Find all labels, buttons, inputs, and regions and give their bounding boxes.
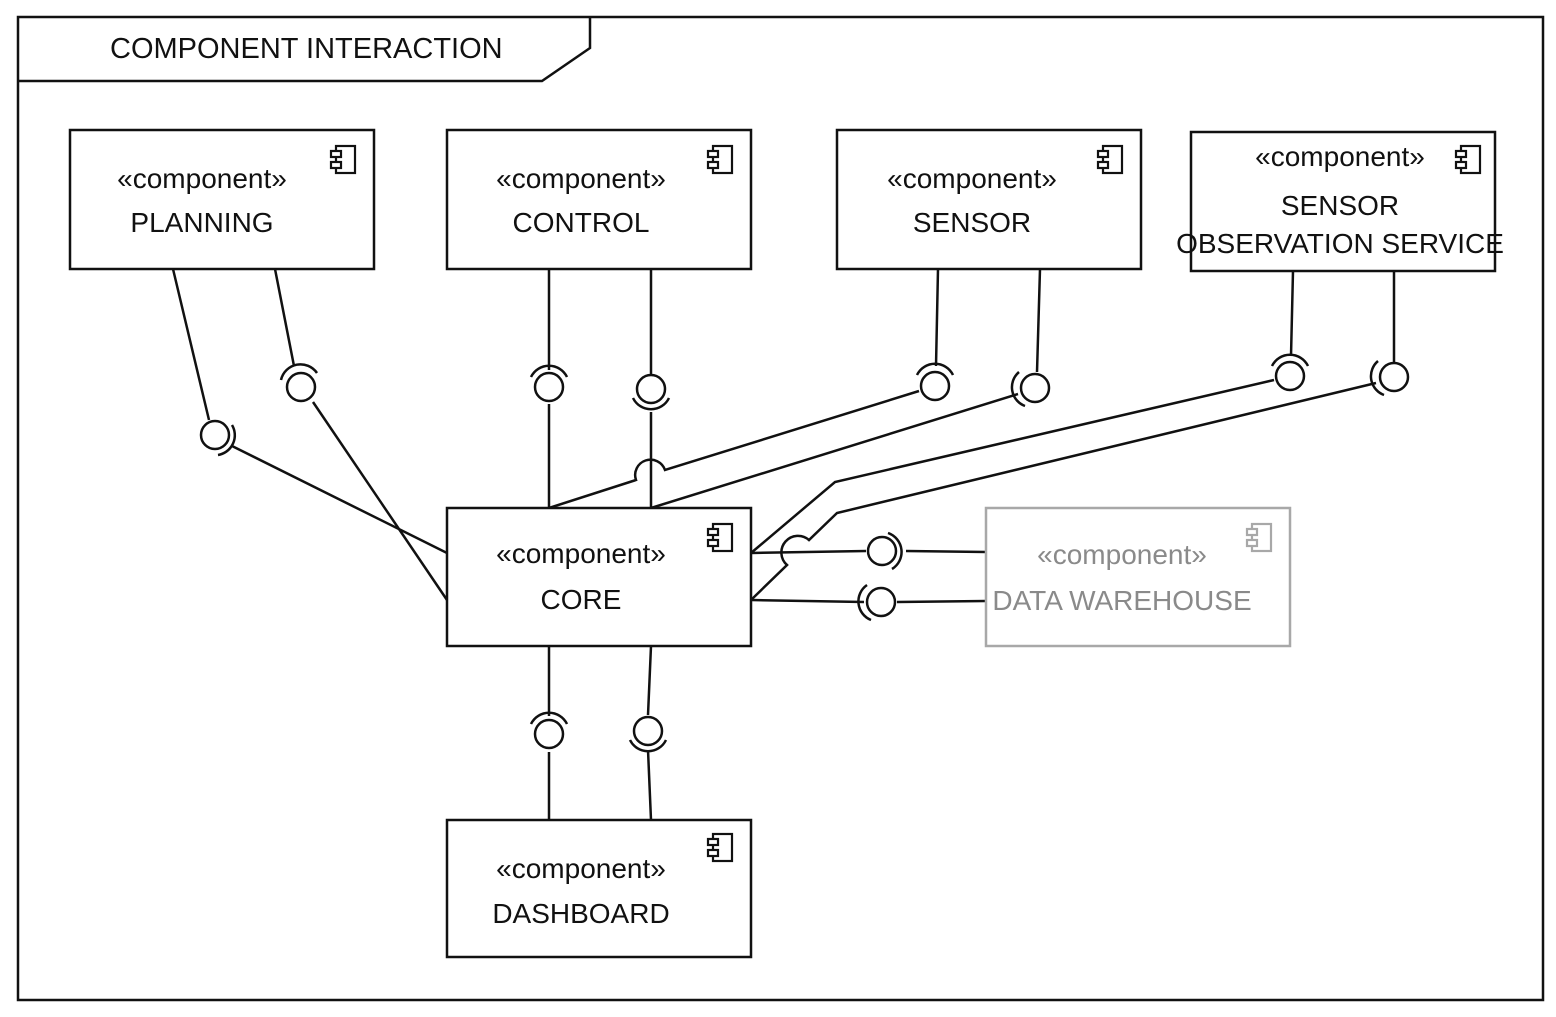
interface-ball [1378, 361, 1410, 393]
component-glyph-icon [1096, 144, 1124, 175]
frame-title: COMPONENT INTERACTION [110, 33, 503, 65]
interface-ball [285, 371, 317, 403]
interface-socket [529, 364, 569, 378]
interface-ball [635, 373, 667, 405]
interface-socket [887, 531, 903, 571]
component-name: PLANNING [130, 207, 273, 238]
interface-socket [279, 363, 319, 381]
component-name: DASHBOARD [492, 898, 669, 929]
interface-ball [1019, 372, 1051, 404]
component-glyph-icon [1454, 144, 1482, 175]
component-sensor: «component» SENSOR [835, 128, 1143, 271]
component-glyph-icon [706, 144, 734, 175]
conn-planning-left [171, 268, 448, 555]
interface-ball [533, 718, 565, 750]
interface-socket [857, 583, 872, 622]
interface-socket [1010, 371, 1026, 408]
interface-sockets [217, 353, 1385, 753]
stereotype-label: «component» [496, 538, 666, 569]
component-glyph-icon [706, 522, 734, 553]
conn-sos-left [750, 270, 1295, 554]
interface-socket [529, 711, 569, 725]
conn-sos-right [750, 271, 1396, 601]
stereotype-label: «component» [1037, 539, 1207, 570]
component-name-line1: SENSOR [1281, 190, 1399, 221]
interface-ball [919, 370, 951, 402]
connectors [171, 268, 1396, 821]
component-name-line2: OBSERVATION SERVICE [1176, 228, 1504, 259]
conn-dw-bottom [750, 598, 987, 604]
interface-socket [631, 397, 671, 411]
component-name: SENSOR [913, 207, 1031, 238]
stereotype-label: «component» [887, 163, 1057, 194]
interface-socket [1270, 353, 1310, 367]
component-data-warehouse: «component» DATA WAREHOUSE [984, 506, 1292, 648]
component-glyph-icon [329, 144, 357, 175]
interface-ball [632, 715, 664, 747]
component-name: CORE [541, 584, 622, 615]
interface-socket [915, 362, 955, 376]
component-name: CONTROL [513, 207, 650, 238]
conn-dashboard-right [646, 645, 653, 821]
diagram-frame [16, 15, 1545, 1002]
component-glyph-icon [1245, 522, 1273, 553]
component-dashboard: «component» DASHBOARD [445, 818, 753, 959]
stereotype-label: «component» [117, 163, 287, 194]
interface-ball [199, 419, 231, 451]
component-control: «component» CONTROL [445, 128, 753, 271]
conn-dw-top [750, 549, 987, 555]
interface-ball [1274, 360, 1306, 392]
conn-sensor-left [548, 268, 940, 510]
frame-title-tab [18, 17, 592, 83]
component-planning: «component» PLANNING [68, 128, 376, 271]
interface-socket [628, 739, 668, 753]
interface-ball [865, 586, 897, 618]
component-sensor-observation-service: «component» SENSOR OBSERVATION SERVICE [1176, 130, 1504, 273]
component-glyph-icon [706, 832, 734, 863]
component-core: «component» CORE [445, 506, 753, 648]
interface-socket [1369, 360, 1385, 397]
interface-ball [533, 371, 565, 403]
interface-ball [866, 535, 898, 567]
stereotype-label: «component» [496, 853, 666, 884]
component-name: DATA WAREHOUSE [992, 585, 1251, 616]
conn-sensor-right [650, 268, 1042, 510]
conn-planning-right [273, 268, 449, 601]
stereotype-label: «component» [1255, 141, 1425, 172]
interface-balls [199, 360, 1410, 750]
stereotype-label: «component» [496, 163, 666, 194]
interface-socket [217, 424, 237, 457]
